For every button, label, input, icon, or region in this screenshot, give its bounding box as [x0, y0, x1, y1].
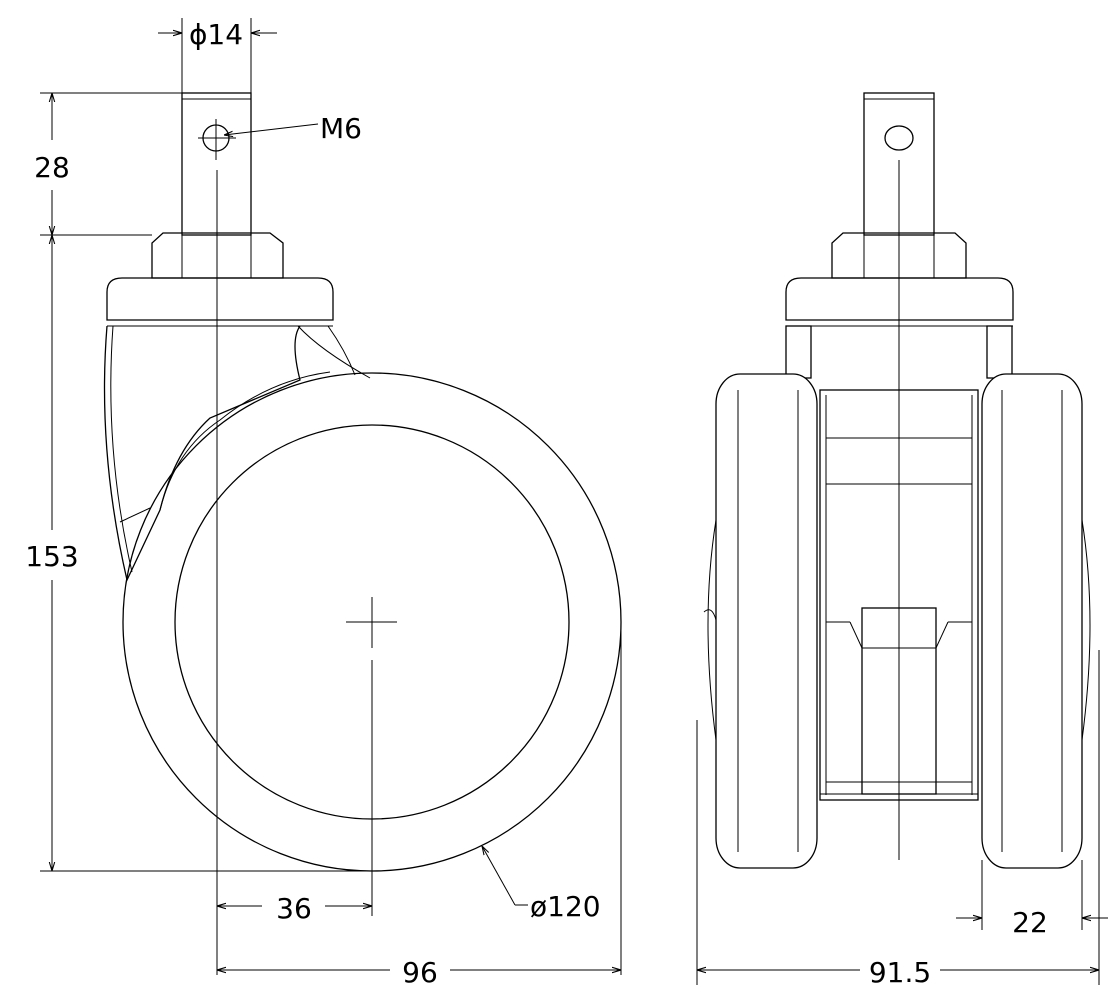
dim-side-width: 96	[402, 956, 438, 989]
front-fork-left	[785, 325, 812, 379]
front-wheel-right	[981, 373, 1083, 869]
front-dimensions: 91.5 22	[696, 650, 1108, 989]
dim-front-width: 91.5	[869, 956, 931, 989]
side-top-plate	[106, 277, 334, 321]
side-dimensions: ϕ14 M6 28 153 36 ø120 96	[25, 18, 621, 989]
front-view	[703, 92, 1091, 869]
dim-stem-height: 28	[34, 151, 70, 184]
front-wheel-left	[715, 373, 818, 869]
side-view	[103, 92, 622, 975]
front-fork-right	[986, 325, 1013, 379]
front-thread-hole-icon	[884, 125, 914, 151]
front-top-plate	[785, 277, 1014, 321]
dim-thread: M6	[320, 112, 362, 145]
dim-wheel-diameter: ø120	[530, 890, 601, 923]
dim-wheel-width: 22	[1012, 906, 1048, 939]
dim-total-height: 153	[25, 540, 78, 573]
dim-stem-diameter: ϕ14	[189, 18, 243, 51]
dim-offset: 36	[276, 892, 312, 925]
